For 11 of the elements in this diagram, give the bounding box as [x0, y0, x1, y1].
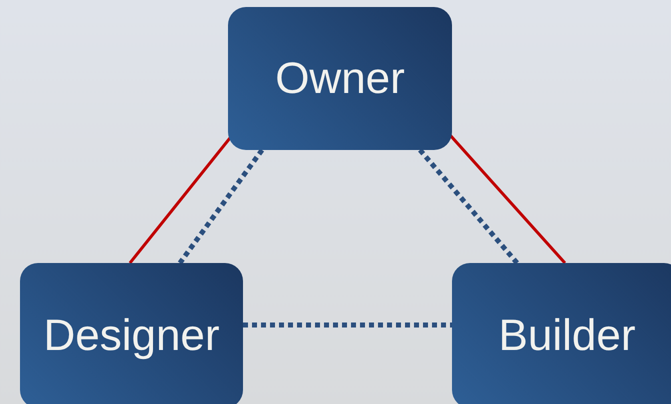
role-box [452, 263, 671, 404]
connector-line [448, 134, 566, 264]
role-label: Designer [43, 310, 220, 360]
dotted-connector [178, 148, 264, 264]
role-label: Owner [275, 54, 405, 104]
role-label: Builder [498, 310, 636, 360]
role-box [20, 263, 243, 404]
dotted-connector [243, 322, 452, 328]
dotted-connector [418, 148, 519, 265]
role-box [228, 7, 452, 150]
connector-line [128, 137, 232, 264]
